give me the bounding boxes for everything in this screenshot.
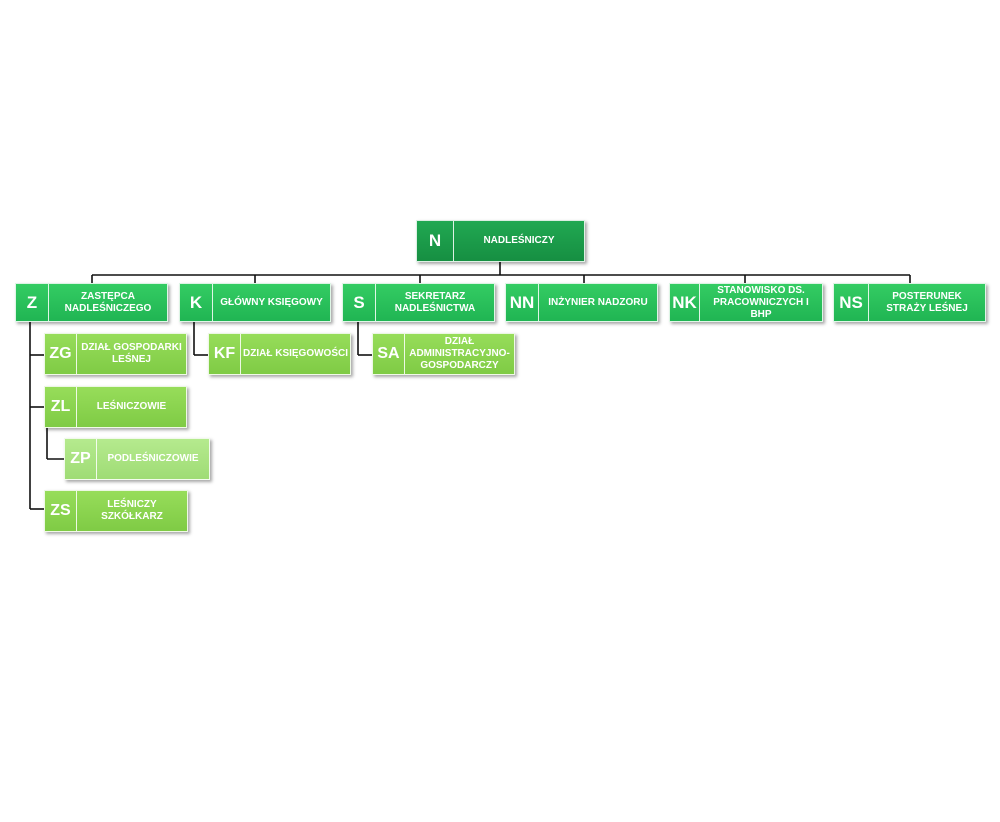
node-label: DZIAŁ GOSPODARKI LEŚNEJ: [81, 342, 182, 365]
node-zl: ZL LEŚNICZOWIE: [44, 386, 187, 428]
node-label: STANOWISKO DS. PRACOWNICZYCH I BHP: [713, 284, 809, 320]
node-code: SA: [373, 334, 405, 374]
node-code: S: [343, 284, 376, 321]
node-label: SEKRETARZ NADLEŚNICTWA: [394, 290, 476, 314]
node-zs: ZS LEŚNICZY SZKÓŁKARZ: [44, 490, 188, 532]
node-code: NK: [670, 284, 700, 321]
node-s: S SEKRETARZ NADLEŚNICTWA: [342, 283, 495, 322]
node-z: Z ZASTĘPCA NADLEŚNICZEGO: [15, 283, 168, 322]
node-label: LEŚNICZY SZKÓŁKARZ: [101, 499, 163, 522]
node-code: ZS: [45, 491, 77, 531]
node-code: ZG: [45, 334, 77, 374]
node-code: NN: [506, 284, 539, 321]
node-zg: ZG DZIAŁ GOSPODARKI LEŚNEJ: [44, 333, 187, 375]
node-nn: NN INŻYNIER NADZORU: [505, 283, 658, 322]
node-label: DZIAŁ KSIĘGOWOŚCI: [243, 348, 348, 359]
node-nk: NK STANOWISKO DS. PRACOWNICZYCH I BHP: [669, 283, 823, 322]
node-sa: SA DZIAŁ ADMINISTRACYJNO-GOSPODARCZY: [372, 333, 515, 375]
node-code: ZP: [65, 439, 97, 479]
node-label: INŻYNIER NADZORU: [548, 296, 648, 308]
node-code: Z: [16, 284, 49, 321]
node-ns: NS POSTERUNEK STRAŻY LEŚNEJ: [833, 283, 986, 322]
node-zp: ZP PODLEŚNICZOWIE: [64, 438, 210, 480]
node-label: DZIAŁ ADMINISTRACYJNO-GOSPODARCZY: [409, 336, 510, 371]
node-label: ZASTĘPCA NADLEŚNICZEGO: [64, 290, 152, 314]
node-kf: KF DZIAŁ KSIĘGOWOŚCI: [208, 333, 351, 375]
node-n: N NADLEŚNICZY: [416, 220, 585, 262]
node-label: POSTERUNEK STRAŻY LEŚNEJ: [886, 290, 968, 314]
node-code: K: [180, 284, 213, 321]
node-code: NS: [834, 284, 869, 321]
node-k: K GŁÓWNY KSIĘGOWY: [179, 283, 331, 322]
node-code: ZL: [45, 387, 77, 427]
node-label: GŁÓWNY KSIĘGOWY: [220, 296, 323, 308]
node-code: KF: [209, 334, 241, 374]
node-label: NADLEŚNICZY: [483, 235, 555, 246]
node-code: N: [417, 221, 454, 261]
node-label: LEŚNICZOWIE: [96, 401, 167, 412]
node-label: PODLEŚNICZOWIE: [107, 453, 199, 464]
